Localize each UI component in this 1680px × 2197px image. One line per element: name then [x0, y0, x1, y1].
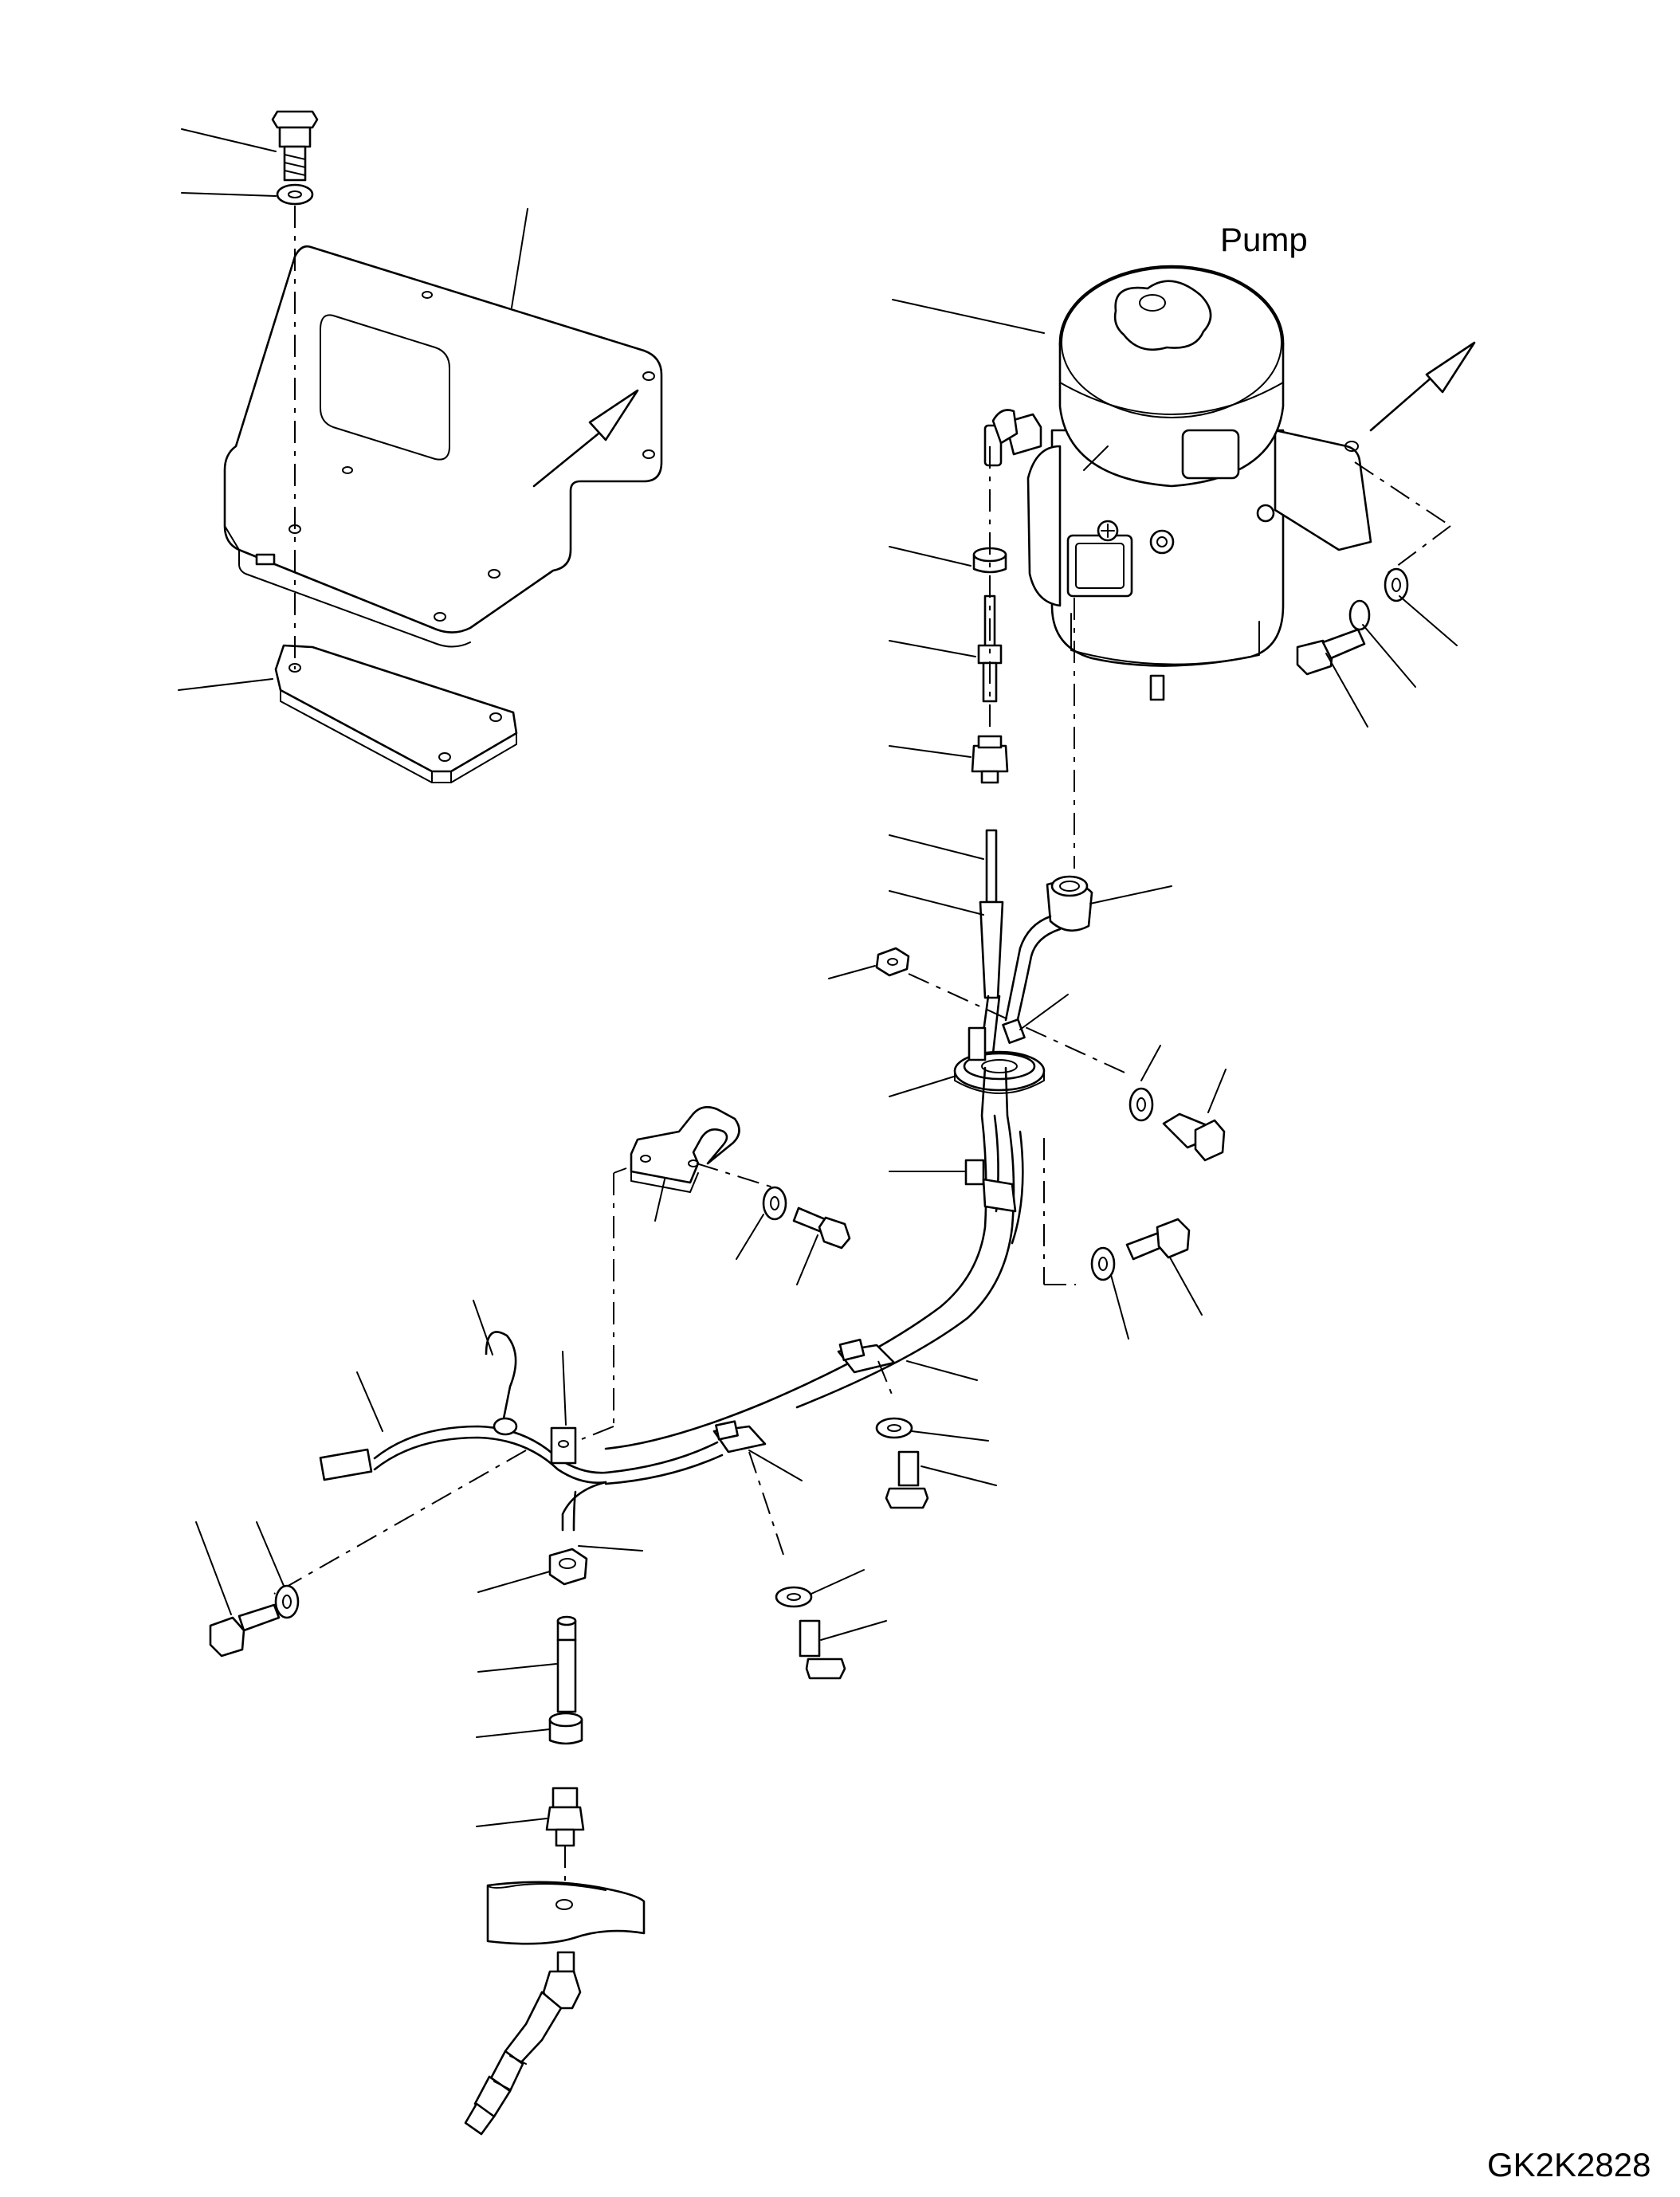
- bracket-arrow-head: [588, 389, 639, 441]
- lower-nipple: [556, 1615, 577, 1713]
- clamp-bolt: [1162, 1112, 1226, 1162]
- frame-bolt-left: [209, 1603, 281, 1658]
- wire-connector: [1004, 875, 1093, 1025]
- support-washer: [762, 1186, 787, 1221]
- pump-lock-washer: [1348, 599, 1371, 631]
- harness-washer-lower: [875, 1417, 913, 1439]
- harness-washer-right: [1090, 1246, 1116, 1281]
- clamp-washer: [1129, 1087, 1154, 1122]
- frame-washer-lower: [775, 1586, 813, 1608]
- mounting-block: [486, 1881, 646, 1945]
- bracket-bolt: [271, 110, 319, 182]
- frame-washer-left: [274, 1584, 300, 1619]
- harness-support-bracket: [630, 1106, 740, 1193]
- clamp-nut: [875, 947, 910, 977]
- pump-flat-washer: [1384, 567, 1409, 602]
- harness-bolt-right: [1125, 1218, 1191, 1261]
- pump-adapter: [971, 735, 1009, 784]
- pump-mount-bolt: [1296, 628, 1366, 676]
- support-bolt: [792, 1206, 851, 1250]
- harness-clip-middle: [964, 1159, 1017, 1213]
- pump-arrow-head: [1425, 341, 1476, 394]
- mounting-bracket-plate: [223, 245, 663, 648]
- harness-clip-far-left: [550, 1426, 577, 1465]
- frame-bolt-lower: [799, 1619, 846, 1680]
- lower-cap: [548, 1712, 583, 1745]
- bracket-direction-arrow: [532, 429, 604, 488]
- harness-bolt-lower: [885, 1450, 929, 1509]
- bracket-washer: [276, 183, 314, 206]
- bracket-spacer-plate: [274, 644, 518, 783]
- check-coupler: [464, 1951, 582, 2136]
- lower-hose-fitting: [548, 1548, 588, 1586]
- pump-motor-body: [983, 265, 1372, 701]
- harness-clip-lower-left: [712, 1420, 767, 1454]
- lower-adapter: [545, 1787, 585, 1847]
- pump-label: Pump: [1220, 221, 1308, 258]
- drawing-code: GK2K2828: [1487, 2146, 1651, 2183]
- wiring-harness-lower: [319, 1331, 724, 1532]
